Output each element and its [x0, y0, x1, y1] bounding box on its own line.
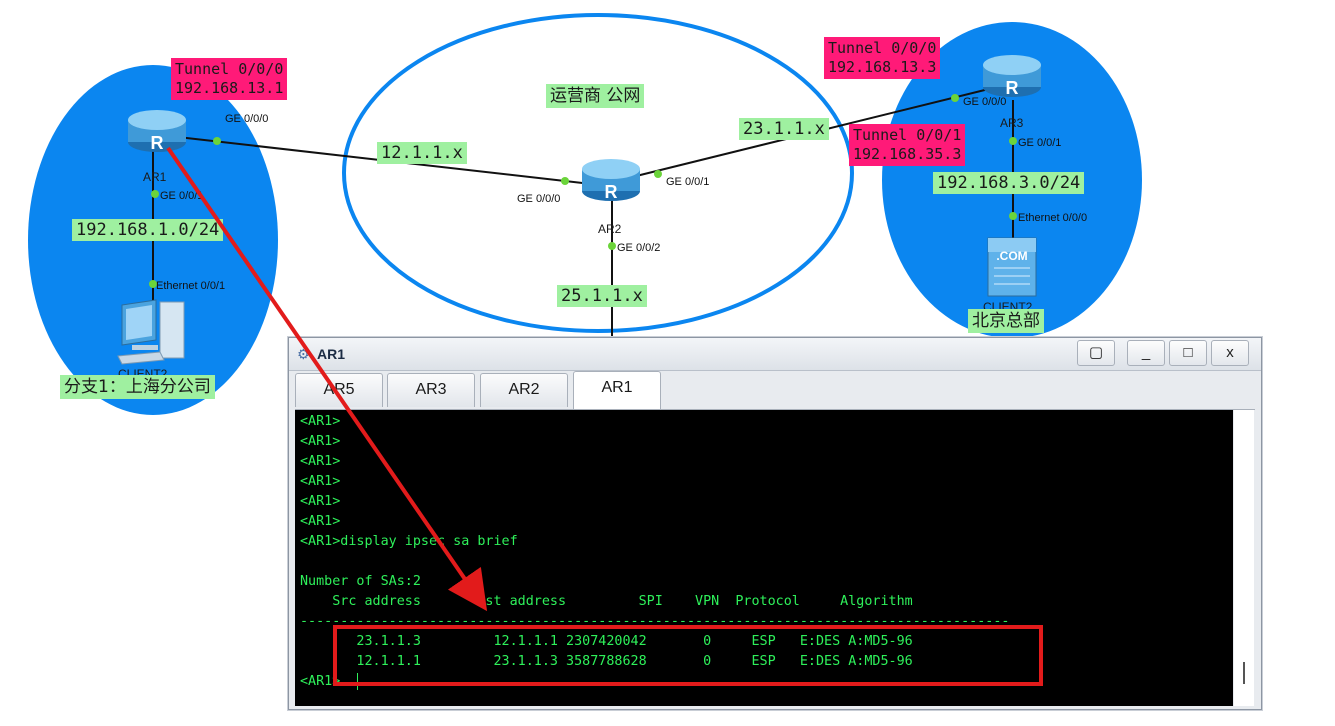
port-label: GE 0/0/1 — [666, 176, 709, 188]
client-server-beijing[interactable]: .COM — [987, 237, 1037, 297]
ar3-tunnel1-name: Tunnel 0/0/1 — [853, 126, 962, 144]
maximize-button[interactable]: □ — [1169, 340, 1207, 366]
window-title: AR1 — [317, 346, 346, 362]
lan-label-shanghai: 192.168.1.0/24 — [72, 219, 224, 241]
terminal-line-header: Src address Dst address SPI VPN Protocol… — [300, 594, 913, 609]
ar1-tunnel-ip: 192.168.13.1 — [175, 79, 284, 97]
tab-ar1[interactable]: AR1 — [573, 371, 661, 409]
site-label-shanghai: 分支1：上海分公司 — [60, 375, 215, 399]
ar1-tunnel-label: Tunnel 0/0/0 192.168.13.1 — [171, 58, 288, 100]
port-label: GE 0/0/0 — [225, 113, 268, 125]
restore-button[interactable]: ▢ — [1077, 340, 1115, 366]
site-label-beijing: 北京总部 — [968, 309, 1044, 333]
tab-ar5[interactable]: AR5 — [295, 373, 383, 407]
port-label: GE 0/0/0 — [517, 193, 560, 205]
router-name-ar3: AR3 — [1000, 116, 1024, 130]
port-label: GE 0/0/1 — [1018, 137, 1061, 149]
lan-label-beijing: 192.168.3.0/24 — [933, 172, 1085, 194]
terminal-console[interactable]: <AR1> <AR1> <AR1> <AR1> <AR1> <AR1> <AR1… — [295, 410, 1233, 706]
terminal-line-sa-row: 23.1.1.3 12.1.1.1 2307420042 0 ESP E:DES… — [300, 634, 913, 649]
scrollbar-thumb[interactable] — [1243, 662, 1245, 684]
ar3-tunnel1-ip: 192.168.35.3 — [853, 145, 962, 163]
terminal-line-sa-count: Number of SAs:2 — [300, 574, 421, 589]
tab-ar2[interactable]: AR2 — [480, 373, 568, 407]
ar3-tunnel1-label: Tunnel 0/0/1 192.168.35.3 — [849, 124, 966, 166]
router-ar1[interactable]: R — [128, 110, 186, 153]
network-label-12: 12.1.1.x — [377, 142, 467, 164]
com-icon: .COM — [996, 249, 1027, 263]
terminal-line: <AR1> — [300, 454, 341, 469]
terminal-line-prompt: <AR1> — [300, 674, 341, 689]
port-label: GE 0/0/2 — [617, 242, 660, 254]
isp-cloud-label: 运营商 公网 — [546, 84, 645, 108]
port-label: Ethernet 0/0/0 — [1018, 212, 1087, 224]
router-icon: ⚙ — [297, 346, 310, 362]
tab-bar: AR5 AR3 AR2 AR1 — [295, 371, 1255, 410]
terminal-line: <AR1> — [300, 494, 341, 509]
tab-ar3[interactable]: AR3 — [387, 373, 475, 407]
network-label-23: 23.1.1.x — [739, 118, 829, 140]
router-ar3[interactable]: R — [983, 55, 1041, 98]
terminal-line-divider: ----------------------------------------… — [300, 614, 1010, 629]
port-label: GE 0/0/0 — [963, 96, 1006, 108]
router-name-ar2: AR2 — [598, 222, 622, 236]
router-icon: R — [605, 182, 618, 202]
terminal-line: <AR1> — [300, 474, 341, 489]
terminal-scrollbar[interactable] — [1234, 410, 1254, 706]
minimize-button[interactable]: _ — [1127, 340, 1165, 366]
close-button[interactable]: x — [1211, 340, 1249, 366]
title-bar[interactable]: ⚙ AR1 ▢ _ □ x — [289, 338, 1261, 371]
terminal-line-command: <AR1>display ipsec sa brief — [300, 534, 518, 549]
router-icon: R — [1006, 78, 1019, 98]
ar3-tunnel0-ip: 192.168.13.3 — [828, 58, 937, 76]
ar3-tunnel0-name: Tunnel 0/0/0 — [828, 39, 937, 57]
router-icon: R — [151, 133, 164, 153]
terminal-line: <AR1> — [300, 514, 341, 529]
router-ar2[interactable]: R — [582, 159, 640, 202]
port-dots — [149, 94, 1017, 288]
port-label: Ethernet 0/0/1 — [156, 280, 225, 292]
ar3-tunnel0-label: Tunnel 0/0/0 192.168.13.3 — [824, 37, 941, 79]
terminal-line: <AR1> — [300, 434, 341, 449]
port-label: GE 0/0/1 — [160, 190, 203, 202]
terminal-line: <AR1> — [300, 414, 341, 429]
network-label-25: 25.1.1.x — [557, 285, 647, 307]
terminal-window: ⚙ AR1 ▢ _ □ x AR5 AR3 AR2 AR1 <AR1> <AR1… — [288, 337, 1262, 710]
ar1-tunnel-name: Tunnel 0/0/0 — [175, 60, 284, 78]
router-name-ar1: AR1 — [143, 170, 167, 184]
terminal-line-sa-row: 12.1.1.1 23.1.1.3 3587788628 0 ESP E:DES… — [300, 654, 913, 669]
terminal-cursor — [357, 673, 358, 690]
